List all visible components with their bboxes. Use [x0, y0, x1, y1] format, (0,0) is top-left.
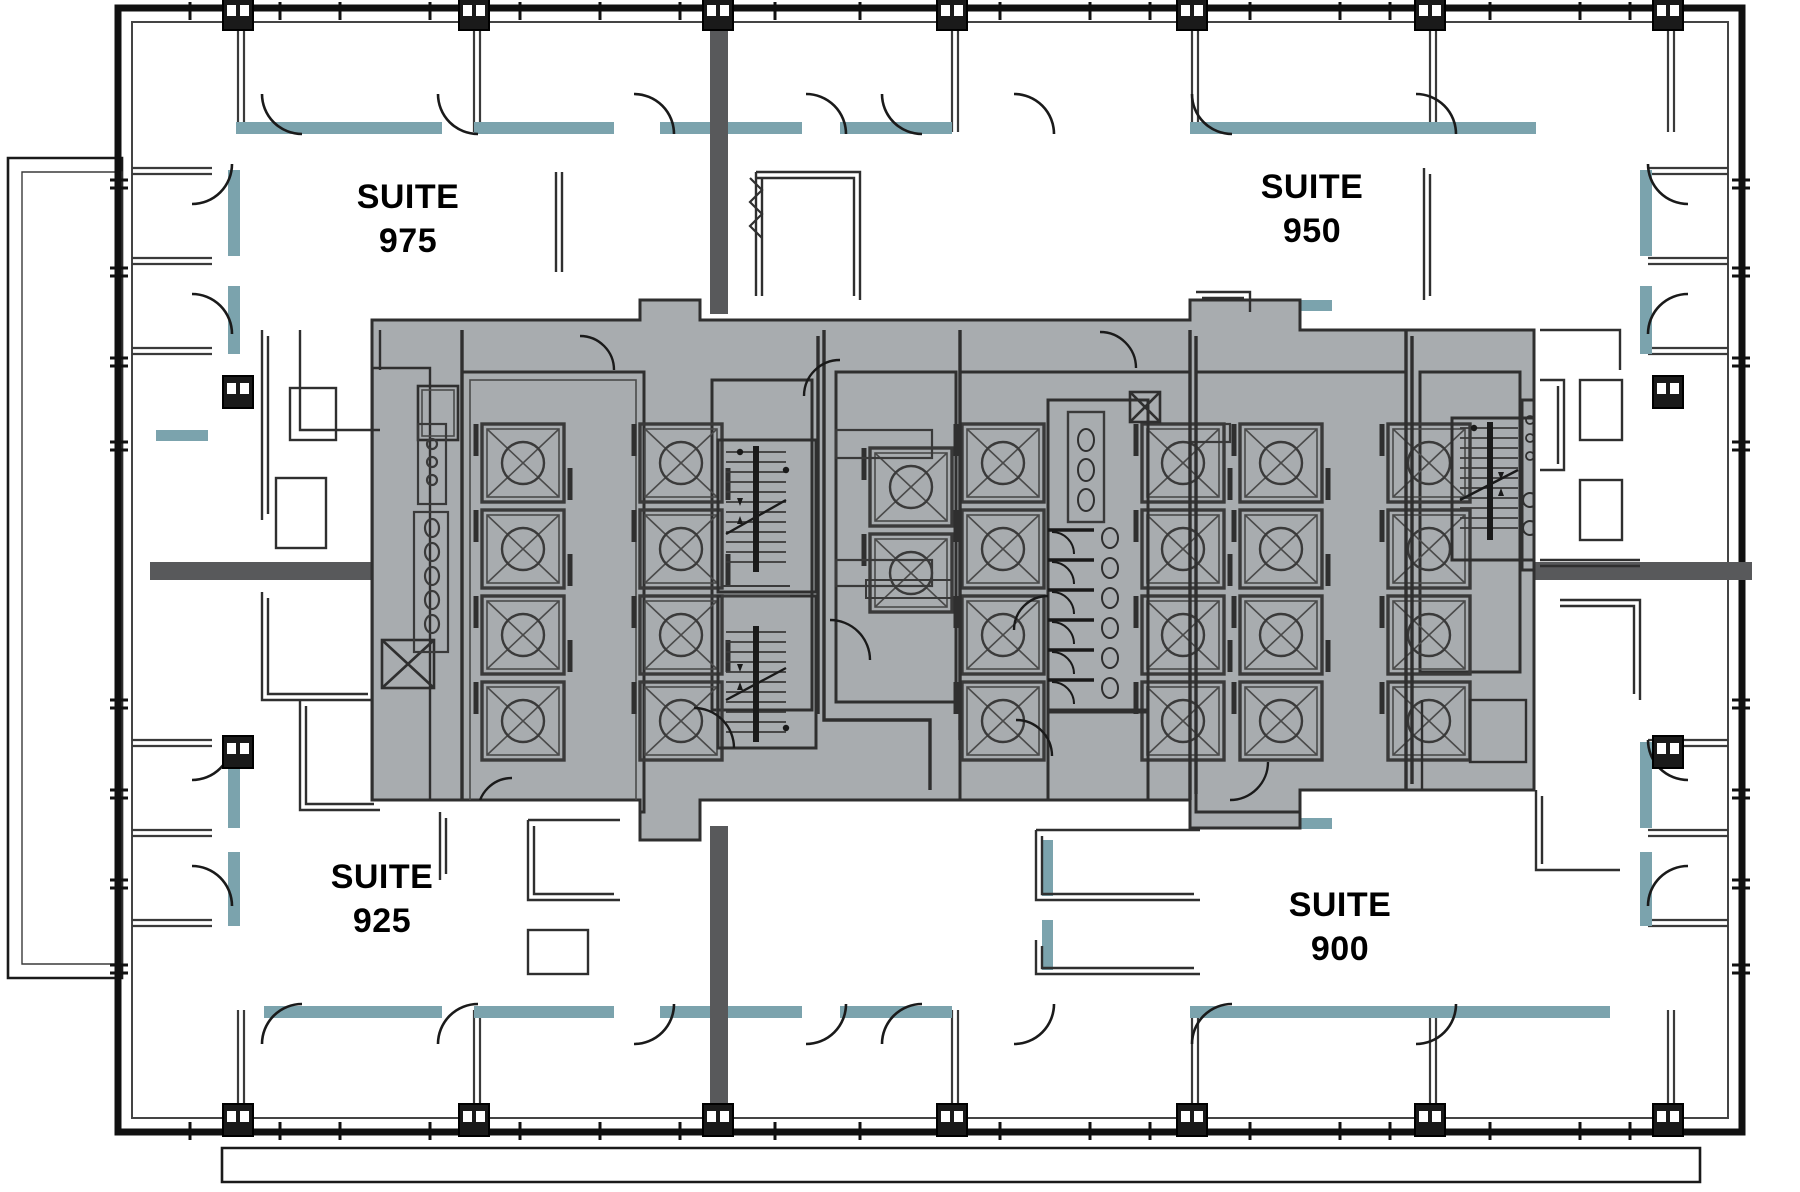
suite-interior-walls — [260, 168, 1642, 976]
suite-950-number: 950 — [1283, 212, 1341, 250]
mullion-ticks-bottom — [188, 1122, 1632, 1140]
stairwell-west — [716, 438, 818, 594]
demising-wall-east — [1520, 562, 1752, 580]
mullion-ticks-east — [1732, 178, 1750, 975]
suite-975-name: SUITE — [357, 178, 460, 216]
exterior-glazing — [156, 122, 1652, 1018]
core-corridor-lines — [372, 330, 1414, 812]
suite-labels: SUITE 975 SUITE 950 SUITE 925 SUITE 900 — [331, 168, 1392, 968]
workstation-cluster-2 — [631, 422, 731, 762]
suite-925-name: SUITE — [331, 858, 434, 896]
suite-925-number: 925 — [353, 902, 411, 940]
workstation-cluster-1 — [473, 422, 573, 762]
service-rooms — [380, 384, 1162, 690]
suite-label-925: SUITE 925 — [331, 858, 434, 940]
demising-wall-north — [710, 8, 728, 314]
workstation-cluster-6 — [1231, 422, 1331, 762]
core-doors — [476, 330, 1270, 813]
stairwell-east — [1450, 398, 1534, 572]
workstation-cluster-7 — [1379, 422, 1472, 762]
demising-walls — [150, 8, 1752, 1132]
mullion-ticks-west — [110, 178, 128, 975]
workstation-cluster-4 — [953, 422, 1046, 762]
suite-950-name: SUITE — [1261, 168, 1364, 206]
suite-label-900: SUITE 900 — [1289, 886, 1392, 968]
stairwell-west-lower — [716, 594, 818, 750]
suite-975-number: 975 — [379, 222, 437, 260]
demising-wall-west — [150, 562, 386, 580]
suite-900-number: 900 — [1311, 930, 1369, 968]
suite-door-swings — [191, 92, 1689, 1046]
suite-label-975: SUITE 975 — [357, 178, 460, 260]
core-equipment — [412, 422, 1232, 654]
mullion-ticks-top — [188, 2, 1632, 20]
suite-900-name: SUITE — [1289, 886, 1392, 924]
suite-label-950: SUITE 950 — [1261, 168, 1364, 250]
demising-wall-south — [710, 826, 728, 1132]
